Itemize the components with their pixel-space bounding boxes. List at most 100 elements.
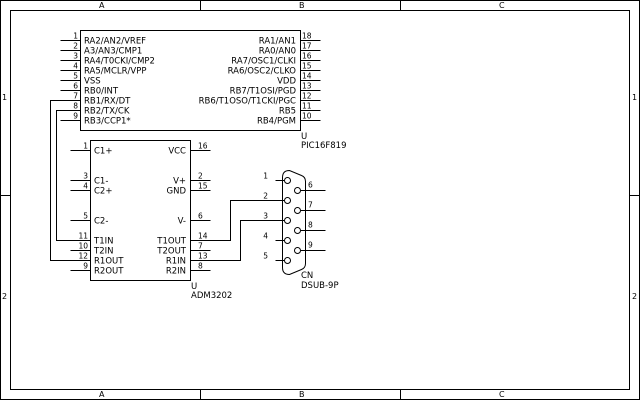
adm-pin-9-number: 9 <box>83 262 88 271</box>
frame-col-label-bottom-c: C <box>499 390 505 399</box>
dsub-pin-8-number: 8 <box>308 221 313 230</box>
pic-pin-10-number: 10 <box>302 112 312 121</box>
pic-pin-5-name: VSS <box>84 77 101 87</box>
adm-pin-12-name: R1OUT <box>94 257 124 267</box>
pic-pin-10-name: RB4/PGM <box>257 117 296 127</box>
adm-pin-13-number: 13 <box>198 252 208 261</box>
pic-pin-15-number: 15 <box>302 62 312 71</box>
pic-pin-12-name: RB6/T1OSO/T1CKI/PGC <box>199 97 296 107</box>
dsub-pin-7-contact <box>294 207 301 214</box>
adm-pin-2-name: V+ <box>173 177 186 187</box>
frame-column-labels: A B C A B C <box>99 1 505 399</box>
adm-pin-5-name: C2- <box>94 217 108 227</box>
dsub-pin-5-number: 5 <box>263 252 268 261</box>
adm-pin-8-number: 8 <box>198 262 203 271</box>
dsub-pin-9-contact <box>294 247 301 254</box>
pic-part-label: PIC16F819 <box>301 141 347 151</box>
pic-pin-4-number: 4 <box>73 62 78 71</box>
dsub-shell <box>282 169 306 276</box>
dsub-pin-9-number: 9 <box>308 241 313 250</box>
adm-pin-10-number: 10 <box>78 242 88 251</box>
adm-pin-15-name: GND <box>167 187 187 197</box>
pic-pin-6-number: 6 <box>73 82 78 91</box>
dsub-pin-1-contact <box>284 177 291 184</box>
adm-pin-6-number: 6 <box>198 212 203 221</box>
pic-pin-7-number: 7 <box>73 92 78 101</box>
adm-pin-16-name: VCC <box>168 147 186 157</box>
frame-col-label-top-a: A <box>99 1 105 10</box>
pic-pin-1-number: 1 <box>73 32 78 41</box>
pic-pin-1-name: RA2/AN2/VREF <box>84 37 146 47</box>
pic-pin-14-number: 14 <box>302 72 312 81</box>
pic-pin-18-name: RA1/AN1 <box>259 37 296 47</box>
dsub-pin-5-contact <box>284 257 291 264</box>
dsub-pin-4-number: 4 <box>263 232 268 241</box>
adm-pin-1-number: 1 <box>83 142 88 151</box>
pic-pin-8-name: RB2/TX/CK <box>84 107 130 117</box>
frame-col-label-bottom-b: B <box>299 390 305 399</box>
adm-body <box>90 140 191 281</box>
pic-pin-4-name: RA5/MCLR/VPP <box>84 67 147 77</box>
frame-col-label-top-c: C <box>499 1 505 10</box>
wires <box>50 100 276 261</box>
pic-pin-17-name: RA0/AN0 <box>259 47 296 57</box>
frame-row-label-right-2: 2 <box>632 292 637 301</box>
pic-pin-3-name: RA4/T0CKI/CMP2 <box>84 57 155 67</box>
frame-row-label-left-1: 1 <box>2 93 7 102</box>
adm-pin-16-number: 16 <box>198 142 208 151</box>
adm-pin-1-name: C1+ <box>94 147 112 157</box>
adm-pin-14-name: T1OUT <box>156 237 187 247</box>
pic-pin-13-number: 13 <box>302 82 312 91</box>
adm-pin-4-number: 4 <box>83 182 88 191</box>
frame-row-label-right-1: 1 <box>632 93 637 102</box>
dsub-pin-7-number: 7 <box>308 201 313 210</box>
adm-pin-11-number: 11 <box>78 232 88 241</box>
adm-pin-7-name: T2OUT <box>156 247 187 257</box>
adm-pin-12-number: 12 <box>78 252 88 261</box>
adm-pin-14-number: 14 <box>198 232 208 241</box>
pic-pin-7-name: RB1/RX/DT <box>84 97 131 107</box>
adm-part-label: ADM3202 <box>191 291 232 301</box>
frame-row-labels: 1 2 1 2 <box>2 93 637 301</box>
dsub-pin-1-number: 1 <box>263 172 268 181</box>
pic-pin-9-number: 9 <box>73 112 78 121</box>
adm-pin-7-number: 7 <box>198 242 203 251</box>
wire-tx <box>56 110 71 241</box>
frame-row-label-left-2: 2 <box>2 292 7 301</box>
adm-pin-3-name: C1- <box>94 177 108 187</box>
pic-pin-13-name: RB7/T1OSI/PGD <box>230 87 297 97</box>
pic-pin-8-number: 8 <box>73 102 78 111</box>
pic-pin-5-number: 5 <box>73 72 78 81</box>
adm-pin-8-name: R2IN <box>166 267 186 277</box>
dsub-pin-2-number: 2 <box>263 192 268 201</box>
frame-col-label-bottom-a: A <box>99 390 105 399</box>
pic-pin-16-number: 16 <box>302 52 312 61</box>
pic-pin-11-number: 11 <box>302 102 312 111</box>
pic-pin-2-name: A3/AN3/CMP1 <box>84 47 142 57</box>
dsub-pin-4-contact <box>284 237 291 244</box>
dsub-part-label: DSUB-9P <box>301 281 339 291</box>
adm-pin-15-number: 15 <box>198 182 208 191</box>
adm-pin-11-name: T1IN <box>93 237 113 247</box>
pic-pin-3-number: 3 <box>73 52 78 61</box>
pic-pin-18-number: 18 <box>302 32 312 41</box>
pic-pin-2-number: 2 <box>73 42 78 51</box>
dsub-pin-3-number: 3 <box>263 212 268 221</box>
adm-pin-6-name: V- <box>178 217 186 227</box>
dsub-pin-8-contact <box>294 227 301 234</box>
adm-pin-2-number: 2 <box>198 172 203 181</box>
adm-pin-5-number: 5 <box>83 212 88 221</box>
adm-pin-13-name: R1IN <box>166 257 186 267</box>
pic-pin-15-name: RA6/OSC2/CLKO <box>228 67 297 77</box>
dsub-pin-6-contact <box>294 187 301 194</box>
adm3202-component: 1C1+3C1-4C2+5C2-11T1IN10T2IN12R1OUT9R2OU… <box>70 140 232 301</box>
adm-left-pins: 1C1+3C1-4C2+5C2-11T1IN10T2IN12R1OUT9R2OU… <box>70 142 124 277</box>
dsub-ref-label: CN <box>301 271 313 281</box>
adm-pin-10-name: T2IN <box>93 247 113 257</box>
pic-pin-14-name: VDD <box>277 77 296 87</box>
frame-col-label-top-b: B <box>299 1 305 10</box>
